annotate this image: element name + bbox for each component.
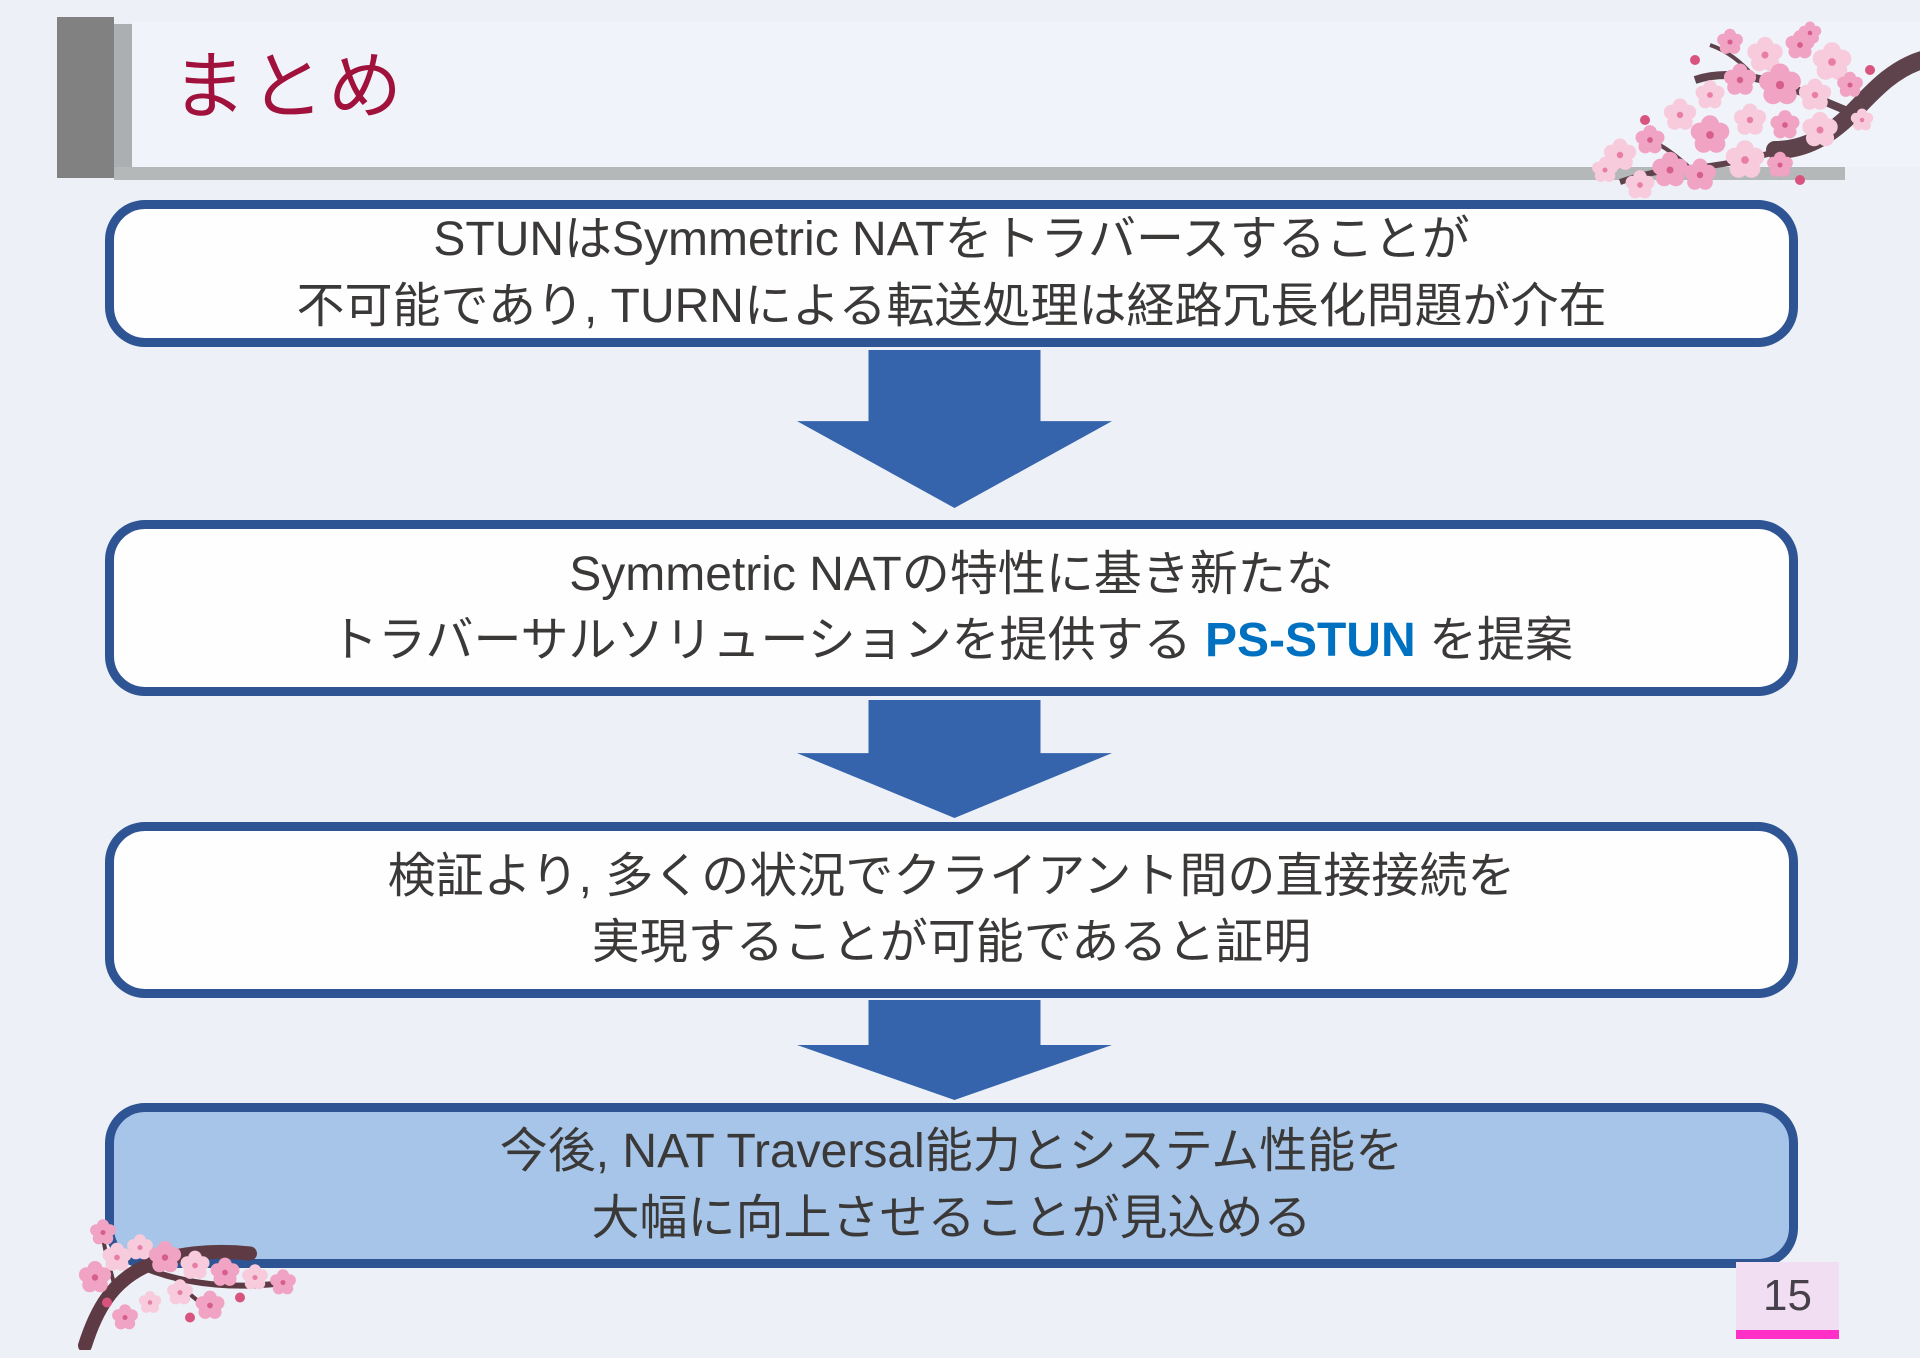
sakura-branch-bottom-left-icon [78, 1219, 296, 1350]
summary-box-2: Symmetric NATの特性に基き新たな トラバーサルソリューションを提供す… [105, 520, 1798, 696]
page-number-badge: 15 [1736, 1262, 1839, 1339]
summary-box-4-line-1: 今後, NAT Traversal能力とシステム性能を [499, 1125, 1404, 1179]
summary-box-3-line-2: 実現することが可能であると証明 [591, 916, 1312, 969]
page-title: まとめ [172, 45, 406, 128]
summary-box-1-line-1: STUNはSymmetric NATをトラバースすることが [433, 213, 1470, 267]
sakura-branch-top-right-icon [1592, 21, 1920, 199]
flow-down-arrow-1 [797, 350, 1112, 508]
summary-box-4-conclusion: 今後, NAT Traversal能力とシステム性能を 大幅に向上させることが見… [105, 1103, 1798, 1268]
page-number: 15 [1763, 1271, 1812, 1320]
header-accent-silver-strip [114, 24, 132, 178]
summary-box-1: STUNはSymmetric NATをトラバースすることが 不可能であり, TU… [105, 200, 1798, 347]
summary-box-3-line-1: 検証より, 多くの状況でクライアント間の直接接続を [387, 849, 1516, 903]
summary-box-3: 検証より, 多くの状況でクライアント間の直接接続を 実現することが可能であると証… [105, 822, 1798, 998]
summary-box-2-line-2: トラバーサルソリューションを提供する PS-STUN を提案 [330, 608, 1573, 674]
proposal-text-pre: トラバーサルソリューションを提供する [330, 614, 1205, 667]
summary-box-4-line-2: 大幅に向上させることが見込める [591, 1191, 1312, 1245]
header-accent-dark-block [57, 17, 114, 178]
summary-box-1-line-2: 不可能であり, TURNによる転送処理は経路冗長化問題が介在 [296, 279, 1607, 333]
header-divider-bar [114, 167, 1845, 180]
flow-down-arrow-3 [797, 1000, 1112, 1100]
summary-box-2-line-1: Symmetric NATの特性に基き新たな [569, 547, 1334, 601]
flow-down-arrow-2 [797, 700, 1112, 818]
proposal-text-post: を提案 [1415, 614, 1573, 667]
ps-stun-highlight: PS-STUN [1204, 614, 1416, 667]
